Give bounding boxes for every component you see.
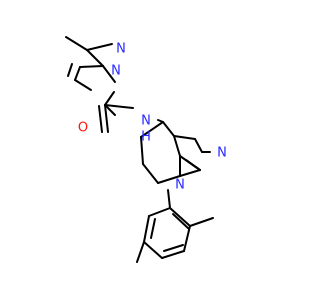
nitrogen-label: N <box>175 178 185 193</box>
bond-layer <box>65 36 214 263</box>
bond <box>104 104 134 109</box>
bond <box>169 207 191 227</box>
bond <box>157 175 181 184</box>
nitrogen-label: N <box>141 114 151 129</box>
oxygen-label: O <box>78 121 88 136</box>
bond <box>189 217 214 227</box>
bond <box>65 36 88 51</box>
bond <box>79 65 104 68</box>
bond <box>148 207 171 217</box>
bond <box>150 218 156 239</box>
bond <box>161 250 185 259</box>
bond <box>185 159 201 171</box>
bond <box>183 225 191 252</box>
bond <box>143 215 150 243</box>
structure-canvas: N N O N H N N <box>0 0 300 300</box>
bond <box>162 121 175 137</box>
bond <box>86 49 104 67</box>
bond <box>102 65 116 83</box>
bond <box>142 163 159 184</box>
bond <box>140 136 144 165</box>
bond <box>104 104 116 116</box>
nitrogen-label: N <box>111 64 121 79</box>
bond <box>74 66 81 81</box>
nitrogen-label: N <box>217 146 227 161</box>
bond <box>179 169 201 177</box>
bond <box>173 135 196 140</box>
bond <box>143 241 163 259</box>
background <box>0 0 300 300</box>
bond <box>104 104 109 133</box>
bond <box>194 138 203 153</box>
bond <box>86 43 113 51</box>
bond <box>104 91 115 106</box>
nitrogen-label: N <box>116 42 126 57</box>
bond <box>140 121 164 138</box>
bond <box>136 241 145 263</box>
molecule-drawing: N N O N H N N <box>0 0 300 300</box>
bond <box>173 135 181 157</box>
hydrogen-label: H <box>141 130 151 145</box>
bond <box>172 213 190 230</box>
bond <box>163 244 184 252</box>
bond <box>98 105 103 133</box>
bond <box>67 63 73 77</box>
bond <box>74 79 92 91</box>
atom-layer: N N O N H N N <box>78 42 227 193</box>
bond <box>167 189 171 209</box>
